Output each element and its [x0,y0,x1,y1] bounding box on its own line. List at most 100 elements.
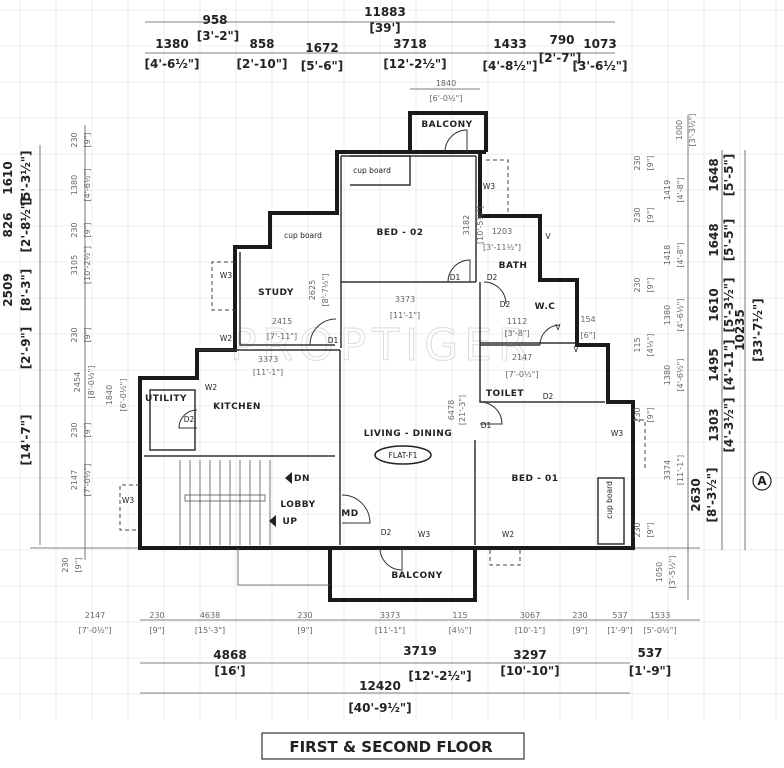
opening-tag: D1 [481,421,492,430]
door-swings [178,129,561,571]
right-dimension-minor: 3374 [663,460,672,480]
left-dimension-minor: [7'-0½"] [83,464,92,497]
grid-marker-circle [752,471,772,491]
left-dimension: [2'-9"] [19,327,33,370]
left-dimension: 2509 [1,273,15,306]
arrow-down-icon [285,472,292,484]
opening-tag: V [555,323,561,332]
left-dimension-minor: [9"] [83,222,92,237]
opening-tag: D1 [328,336,339,345]
arrow-up-icon [269,515,276,527]
bottom-dimension: 537 [637,646,662,660]
opening-tag: V [545,232,551,241]
bottom-dimension: 3297 [513,648,546,662]
bottom-dimension-minor: [1'-9"] [607,626,632,635]
right-dimension-minor: [11'-1"] [676,455,685,485]
bottom-dimension-minor: 537 [612,611,627,620]
right-dimension: 2630 [689,478,703,511]
room-label: cup board [353,166,391,175]
right-dimension: [5'-3½"] [722,278,736,333]
left-dimension-minor: 230 [70,422,79,437]
room-label: BED - 01 [511,474,558,484]
left-dimension-minor: [6'-0½"] [119,379,128,412]
room-label: BED - 02 [376,228,423,238]
top-dimension: 11883 [364,5,406,19]
top-dimension: 1672 [305,41,338,55]
left-dimension-minor: [10'-2½"] [83,246,92,284]
left-dimension-minor: 230 [70,327,79,342]
bottom-dimension-minor: [5'-0½"] [644,626,677,635]
interior-dimension: [11'-1"] [253,368,283,377]
right-dimension-minor: [9"] [646,407,655,422]
bottom-dimension-minor: 115 [452,611,467,620]
bottom-dimension-minor: [4½"] [449,626,472,635]
left-dimension-minor: 2147 [70,470,79,490]
right-dimension-minor: [9"] [646,522,655,537]
opening-tag: D2 [487,273,498,282]
room-label: cup board [605,481,614,519]
room-label: UP [283,517,298,527]
top-dimension: [4'-6½"] [145,57,200,71]
opening-tag: W3 [122,496,134,505]
top-dimension: [3'-2"] [197,29,240,43]
right-dimension: 10235 [733,309,747,351]
left-dimension: [2'-8½"] [19,198,33,253]
right-dimension-minor: [9"] [646,207,655,222]
right-dimension: [4'-11"] [722,340,736,391]
left-dimension-minor: 1840 [105,385,114,405]
right-dimension-minor: [9"] [646,277,655,292]
bottom-dimension: [40'-9½"] [348,701,411,715]
interior-dimension: [3'-8"] [504,329,529,338]
left-dimension: [5'-3½"] [19,151,33,206]
interior-dimension: 154 [580,315,595,324]
bottom-dimension-minor: [9"] [297,626,312,635]
stair-landing [184,494,266,502]
bottom-dimension-minor: [11'-1"] [375,626,405,635]
left-dimension-minor: [8'-0½"] [87,366,96,399]
bottom-dimension-minor: [7'-0½"] [79,626,112,635]
right-dimension-minor: 230 [633,522,642,537]
top-dimension: 790 [549,33,574,47]
bottom-dimension: [12'-2½"] [408,669,471,683]
left-dimension-minor: 230 [70,222,79,237]
interior-dimension: [7'-11"] [267,332,297,341]
left-dimension-minor: 2454 [73,372,82,392]
flat-label: FLAT-F1 [389,451,418,460]
left-dimension: [8'-3"] [19,269,33,312]
top-dimension: 858 [249,37,274,51]
interior-dimension: 1203 [492,227,512,236]
left-dimension-minor: 1380 [70,175,79,195]
left-dimension-minor: [9"] [83,422,92,437]
bottom-dimension-minor: 230 [149,611,164,620]
room-label: STUDY [258,288,294,298]
room-label: cup board [284,231,322,240]
flat-label-oval [374,445,432,465]
left-dimension: 826 [1,212,15,237]
room-label: BATH [499,261,528,271]
right-dimension-minor: 230 [633,277,642,292]
top-dimension: [6'-0½"] [430,94,463,103]
left-dimension-minor: 230 [70,132,79,147]
opening-tag: W2 [502,530,514,539]
left-dimension: 1610 [1,161,15,194]
bottom-dimension-minor: [15'-3"] [195,626,225,635]
bottom-dimension-minor: [9"] [572,626,587,635]
opening-tag: W3 [418,530,430,539]
staircase [179,460,271,545]
bottom-dimension-minor: 3373 [380,611,400,620]
room-label: LIVING - DINING [364,429,452,439]
right-dimension: 1610 [707,288,721,321]
right-dimension-minor: [4'-8"] [676,242,685,267]
bottom-dimension-minor: 4638 [200,611,220,620]
top-dimension: 958 [202,13,227,27]
right-dimension: 1648 [707,223,721,256]
interior-dimension: [7'-0½"] [506,370,539,379]
room-label: LOBBY [280,500,315,510]
top-dimension: [2'-7"] [539,51,582,65]
interior-dimension: [10'-5½"] [476,206,485,244]
windows [119,159,646,566]
right-dimension-minor: 1050 [655,562,664,582]
right-dimension: 1303 [707,408,721,441]
background-grid [0,0,784,720]
